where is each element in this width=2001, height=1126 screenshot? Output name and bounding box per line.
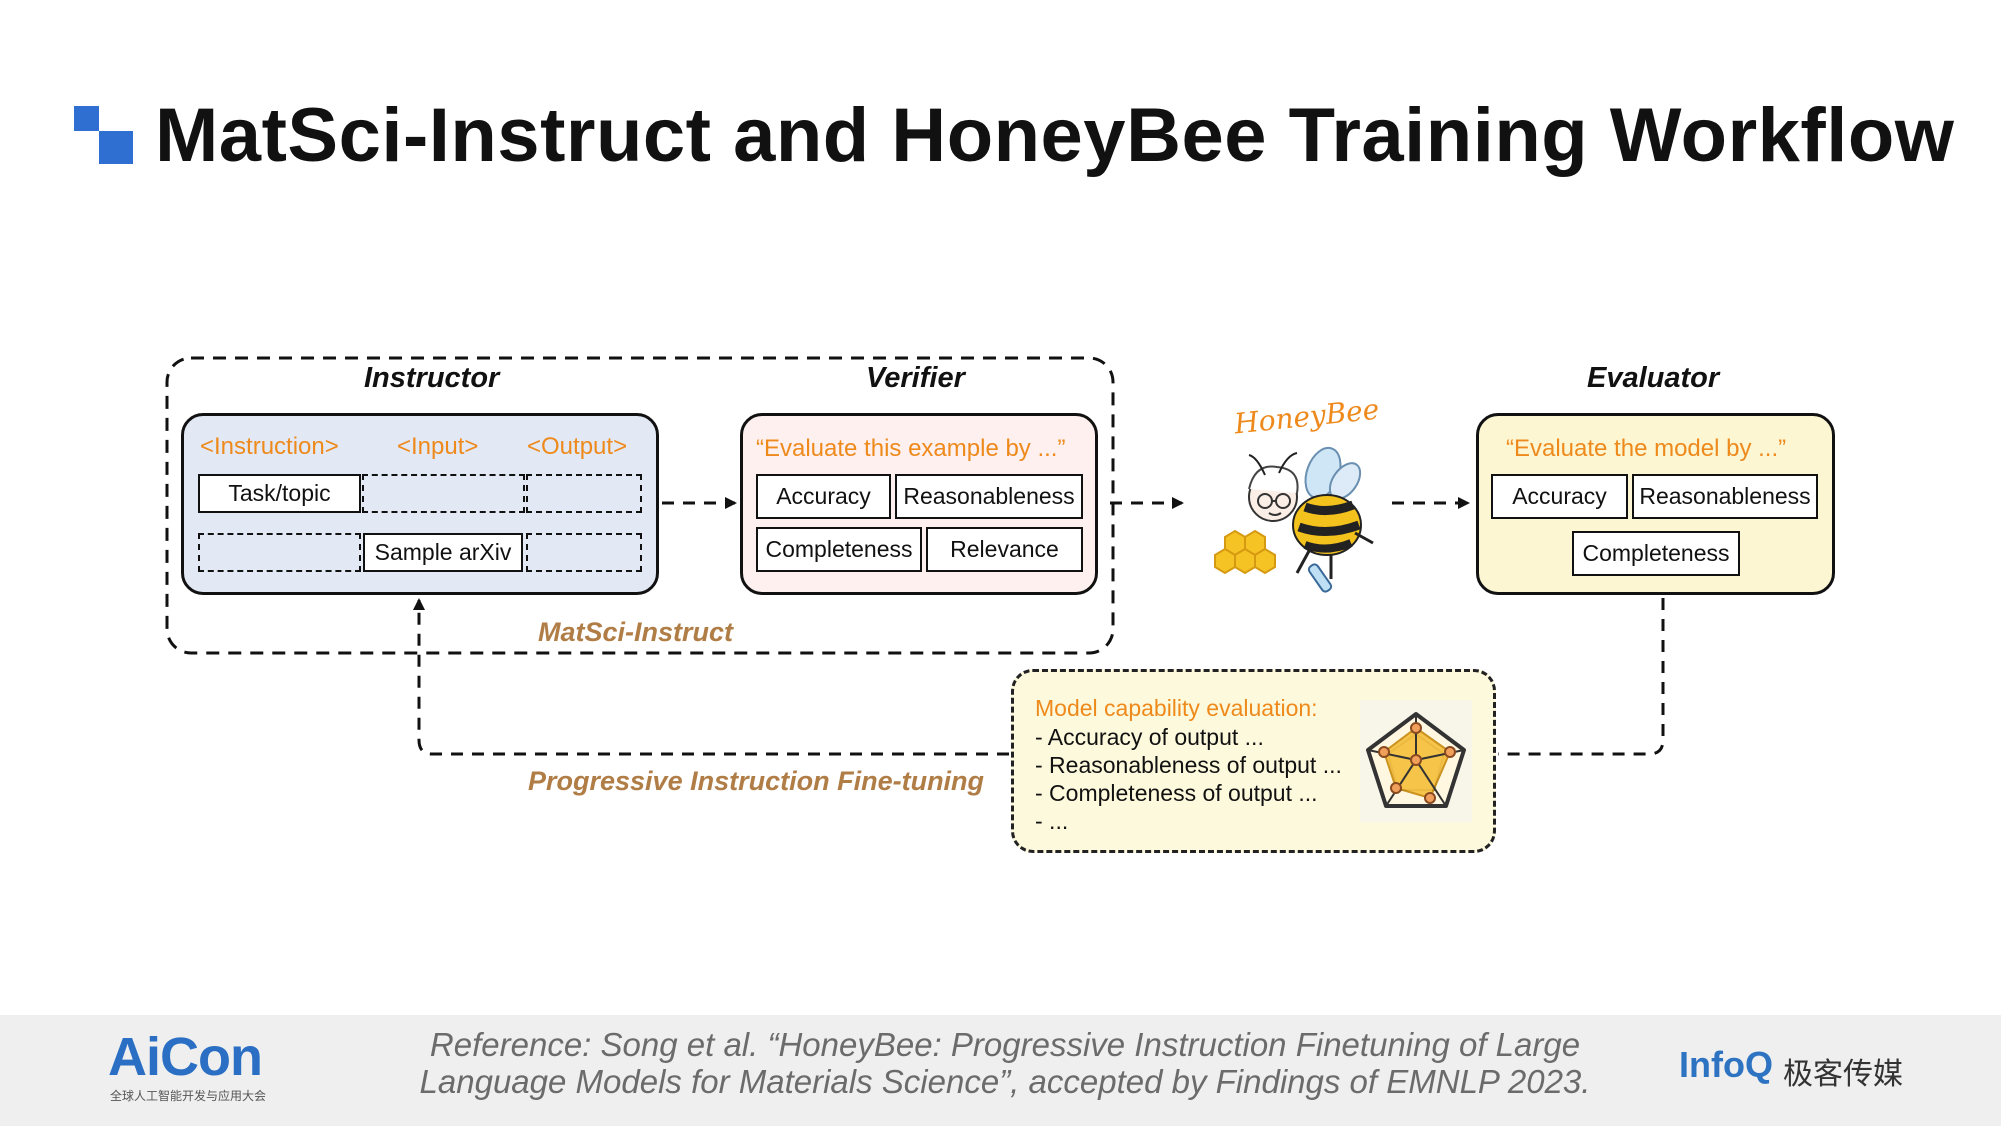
evaluator-criterion-reasonableness: Reasonableness	[1632, 474, 1818, 519]
footer-bar	[0, 1015, 2001, 1126]
capability-item: - Completeness of output ...	[1035, 780, 1318, 806]
aicon-logo: AiCon	[108, 1027, 263, 1087]
title-square-icon-large	[99, 131, 133, 164]
instruction-slot-empty	[198, 533, 361, 572]
input-tag: <Input>	[397, 433, 479, 460]
verifier-prompt: “Evaluate this example by ...”	[756, 435, 1066, 462]
capability-item: - Accuracy of output ...	[1035, 724, 1264, 750]
connector-evaluator-to-capability	[1498, 598, 1665, 756]
evaluator-criterion-completeness: Completeness	[1572, 531, 1740, 576]
output-slot-empty-2	[526, 533, 642, 572]
instruction-tag: <Instruction>	[200, 433, 339, 460]
evaluator-prompt: “Evaluate the model by ...”	[1506, 435, 1787, 462]
reference-text: Reference: Song et al. “HoneyBee: Progre…	[360, 1026, 1650, 1100]
output-slot-empty	[526, 474, 642, 513]
page-title: MatSci-Instruct and HoneyBee Training Wo…	[155, 93, 1955, 178]
output-tag: <Output>	[527, 433, 628, 460]
verifier-heading: Verifier	[866, 362, 965, 394]
radar-chart-icon	[1360, 700, 1472, 822]
evaluator-criterion-accuracy: Accuracy	[1491, 474, 1628, 519]
capability-item: - ...	[1035, 808, 1069, 834]
verifier-criterion-completeness: Completeness	[756, 527, 922, 572]
reference-line-2: Language Models for Materials Science”, …	[419, 1063, 1591, 1100]
infoq-logo: InfoQ	[1679, 1044, 1773, 1085]
sample-arxiv-cell: Sample arXiv	[363, 533, 523, 572]
capability-item: - Reasonableness of output ...	[1035, 752, 1342, 778]
title-square-icon	[74, 106, 99, 131]
instructor-heading: Instructor	[364, 362, 500, 394]
task-topic-cell: Task/topic	[198, 474, 361, 513]
reference-line-1: Reference: Song et al. “HoneyBee: Progre…	[429, 1026, 1581, 1063]
progressive-finetuning-caption: Progressive Instruction Fine-tuning	[528, 766, 985, 796]
matsci-instruct-caption: MatSci-Instruct	[538, 617, 734, 647]
infoq-chinese-logo: 极客传媒	[1783, 1058, 1903, 1091]
matsci-instruct-boundary	[165, 356, 1115, 655]
capability-heading: Model capability evaluation:	[1035, 695, 1318, 721]
aicon-logo-subtitle: 全球人工智能开发与应用大会	[110, 1089, 267, 1103]
verifier-criterion-accuracy: Accuracy	[756, 474, 891, 519]
arrow-feedback-to-instructor	[413, 598, 1009, 756]
honeybee-mascot-icon	[1214, 446, 1374, 593]
evaluator-heading: Evaluator	[1587, 362, 1720, 394]
verifier-criterion-relevance: Relevance	[926, 527, 1083, 572]
verifier-criterion-reasonableness: Reasonableness	[895, 474, 1083, 519]
input-slot-empty	[362, 474, 525, 513]
